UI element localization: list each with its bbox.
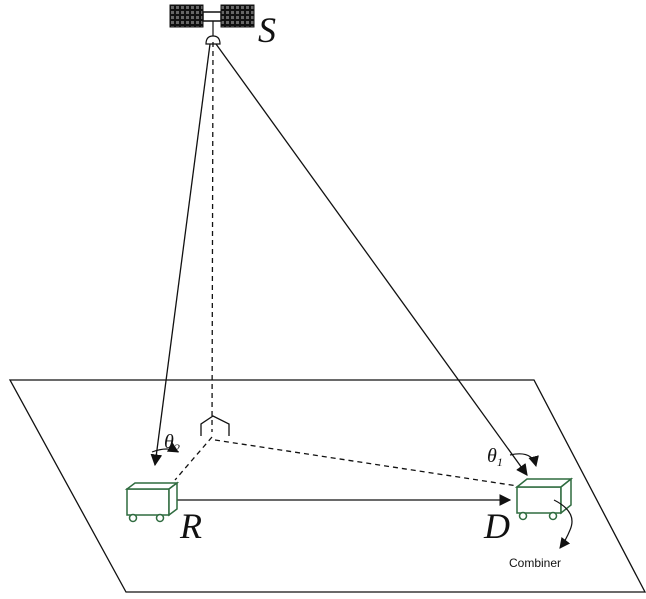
theta1-arc [509, 453, 539, 468]
ground-plane [8, 379, 646, 593]
satellite-to-destination-link [215, 43, 528, 476]
destination-label: D [483, 506, 510, 546]
ground-to-destination-line [214, 439, 525, 488]
satellite-label: S [258, 10, 276, 50]
right-angle-marker [200, 415, 230, 436]
theta1-label: θ1 [487, 445, 503, 469]
combiner-pointer [553, 499, 573, 549]
satellite-to-relay-link [150, 43, 211, 467]
relay-label: R [179, 506, 202, 546]
combiner-label: Combiner [509, 556, 561, 570]
theta2-arc [151, 442, 179, 453]
vertical-projection-line [211, 41, 214, 433]
ground-to-relay-line [174, 436, 213, 481]
relay-vehicle-icon [124, 481, 180, 523]
theta2-label: θ2 [164, 431, 180, 455]
satellite-icon [169, 4, 255, 45]
destination-vehicle-icon [514, 477, 574, 521]
